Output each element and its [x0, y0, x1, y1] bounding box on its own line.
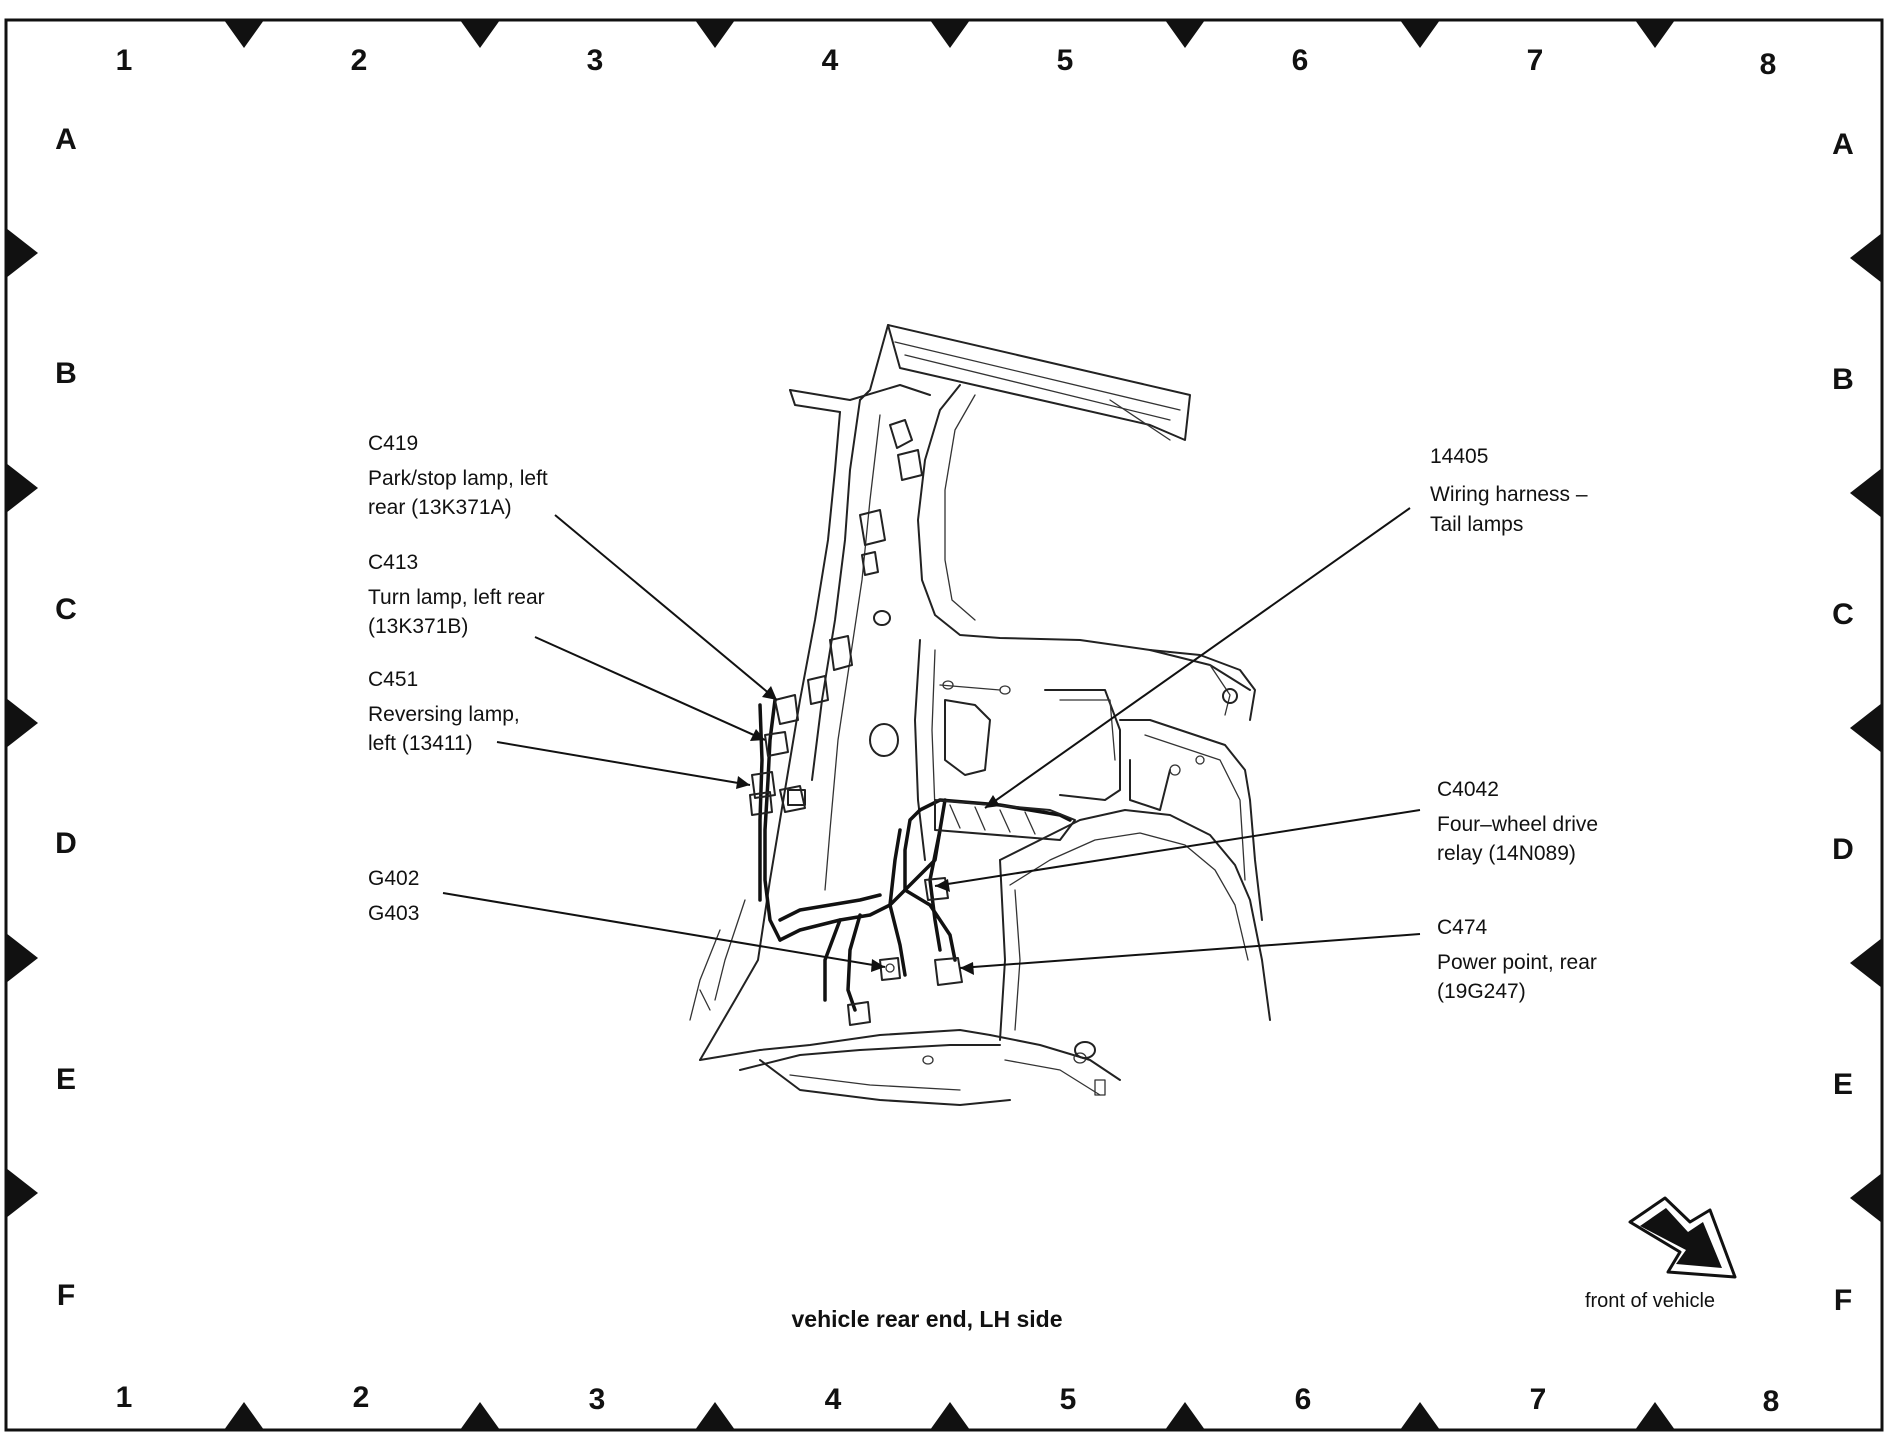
top-grid-markers [224, 20, 1675, 48]
callout-c474-desc-2: (19G247) [1437, 980, 1526, 1003]
leader-c474 [959, 933, 1421, 969]
row-label-e-right: E [1833, 1068, 1853, 1101]
leader-g402 [442, 892, 886, 968]
row-label-e: E [56, 1063, 76, 1096]
col-label-4-bottom: 4 [825, 1383, 842, 1416]
col-label-1: 1 [116, 44, 133, 77]
col-label-2-bottom: 2 [353, 1381, 370, 1414]
bottom-grid-markers [224, 1402, 1675, 1430]
arrowhead-14405 [985, 795, 1000, 808]
row-label-b: B [55, 357, 77, 390]
arrowhead-c419 [762, 686, 777, 700]
callout-c4042-desc-2: relay (14N089) [1437, 842, 1576, 865]
callout-14405-desc-1: Wiring harness – [1430, 483, 1588, 506]
callout-c451-desc-1: Reversing lamp, [368, 703, 520, 726]
callout-c4042: C4042 Four–wheel drive relay (14N089) [1437, 778, 1598, 865]
callout-c4042-desc-1: Four–wheel drive [1437, 813, 1598, 836]
col-label-8: 8 [1760, 48, 1777, 81]
callout-c413-code: C413 [368, 551, 418, 574]
front-arrow-icon [1628, 1196, 1737, 1279]
col-label-2: 2 [351, 44, 368, 77]
row-label-d-right: D [1832, 833, 1854, 866]
callout-c451-code: C451 [368, 668, 418, 691]
leader-c4042 [934, 809, 1421, 887]
col-label-4: 4 [822, 44, 839, 77]
leader-arrowheads [736, 686, 1000, 975]
col-label-6-bottom: 6 [1295, 1383, 1312, 1416]
arrowhead-c413 [750, 729, 765, 741]
diagram-caption: vehicle rear end, LH side [791, 1306, 1062, 1332]
callout-g402: G402 G403 [368, 867, 419, 925]
arrowhead-c4042 [935, 879, 950, 892]
row-label-f-right: F [1834, 1284, 1852, 1317]
callout-c474: C474 Power point, rear (19G247) [1437, 916, 1597, 1003]
col-label-8-bottom: 8 [1763, 1385, 1780, 1418]
left-row-labels: A B C D E F [55, 123, 77, 1312]
col-label-7: 7 [1527, 44, 1544, 77]
leader-c451 [496, 741, 751, 786]
callout-c474-desc-1: Power point, rear [1437, 951, 1597, 974]
callout-c474-code: C474 [1437, 916, 1488, 939]
row-label-a: A [55, 123, 77, 156]
callout-c413-desc-2: (13K371B) [368, 615, 468, 638]
callout-g403-code: G403 [368, 902, 419, 925]
callout-14405-code: 14405 [1430, 445, 1488, 468]
bottom-column-labels: 1 2 3 4 5 6 7 8 [116, 1381, 1780, 1418]
leader-c413 [534, 636, 766, 741]
callout-c413-desc-1: Turn lamp, left rear [368, 586, 545, 609]
arrowhead-c474 [960, 962, 974, 975]
arrowhead-c451 [736, 776, 750, 789]
col-label-5-bottom: 5 [1060, 1383, 1077, 1416]
callout-c413: C413 Turn lamp, left rear (13K371B) [368, 551, 545, 638]
leader-14405 [984, 507, 1411, 809]
row-label-b-right: B [1832, 363, 1854, 396]
callout-c4042-code: C4042 [1437, 778, 1499, 801]
row-label-d: D [55, 827, 77, 860]
col-label-1-bottom: 1 [116, 1381, 133, 1414]
callout-c419: C419 Park/stop lamp, left rear (13K371A) [368, 432, 548, 519]
col-label-6: 6 [1292, 44, 1309, 77]
row-label-f: F [57, 1279, 75, 1312]
callout-c451: C451 Reversing lamp, left (13411) [368, 668, 520, 755]
left-grid-markers [6, 228, 38, 1218]
callout-14405-desc-2: Tail lamps [1430, 513, 1523, 536]
front-of-vehicle-label: front of vehicle [1585, 1290, 1715, 1312]
row-label-c: C [55, 593, 77, 626]
row-label-c-right: C [1832, 598, 1854, 631]
top-column-labels: 1 2 3 4 5 6 7 8 [116, 44, 1777, 81]
callout-g402-code: G402 [368, 867, 419, 890]
arrowhead-g402 [871, 959, 885, 972]
col-label-3: 3 [587, 44, 604, 77]
callout-c419-desc-1: Park/stop lamp, left [368, 467, 548, 490]
leader-lines [442, 507, 1421, 969]
col-label-3-bottom: 3 [589, 1383, 606, 1416]
col-label-5: 5 [1057, 44, 1074, 77]
callout-c419-desc-2: rear (13K371A) [368, 496, 512, 519]
callout-14405: 14405 Wiring harness – Tail lamps [1430, 445, 1588, 536]
vehicle-rear-end-drawing [689, 324, 1271, 1106]
leader-c419 [554, 514, 778, 701]
right-grid-markers [1850, 233, 1882, 1223]
right-row-labels: A B C D E F [1832, 128, 1854, 1317]
row-label-a-right: A [1832, 128, 1854, 161]
callout-c451-desc-2: left (13411) [368, 732, 473, 755]
col-label-7-bottom: 7 [1530, 1383, 1547, 1416]
callout-c419-code: C419 [368, 432, 418, 455]
